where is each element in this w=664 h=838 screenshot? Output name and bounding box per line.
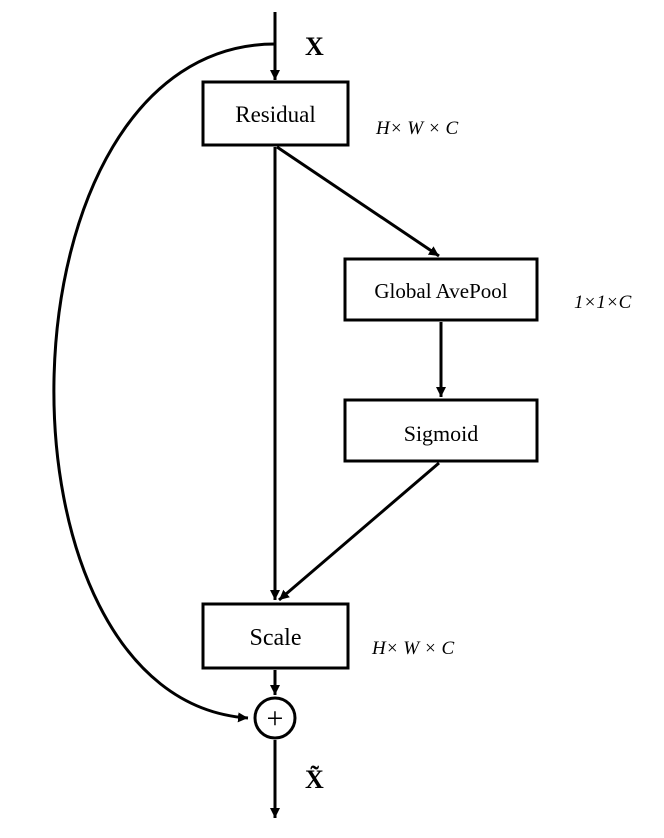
residual-box bbox=[201, 80, 350, 147]
scale-box bbox=[201, 602, 350, 670]
sigmoid-to-scale-arrow bbox=[278, 461, 440, 602]
residual-dimension: H× W × C bbox=[375, 118, 458, 139]
global-avepool-label: Global AvePool bbox=[374, 279, 507, 303]
scale-label: Scale bbox=[250, 625, 302, 651]
residual-to-avepool-arrow bbox=[276, 145, 440, 258]
output-label: X̃ bbox=[305, 765, 324, 794]
skip-connection-arrow bbox=[52, 42, 276, 723]
sigmoid-box bbox=[343, 398, 539, 463]
avepool-dimension: 1×1×C bbox=[574, 292, 632, 313]
residual-label: Residual bbox=[235, 102, 316, 127]
input-label: X bbox=[305, 32, 324, 61]
add-node bbox=[253, 696, 297, 740]
add-symbol: + bbox=[267, 702, 284, 735]
scale-dimension: H× W × C bbox=[371, 638, 454, 659]
sigmoid-label: Sigmoid bbox=[404, 421, 479, 446]
global-avepool-box bbox=[343, 257, 539, 322]
